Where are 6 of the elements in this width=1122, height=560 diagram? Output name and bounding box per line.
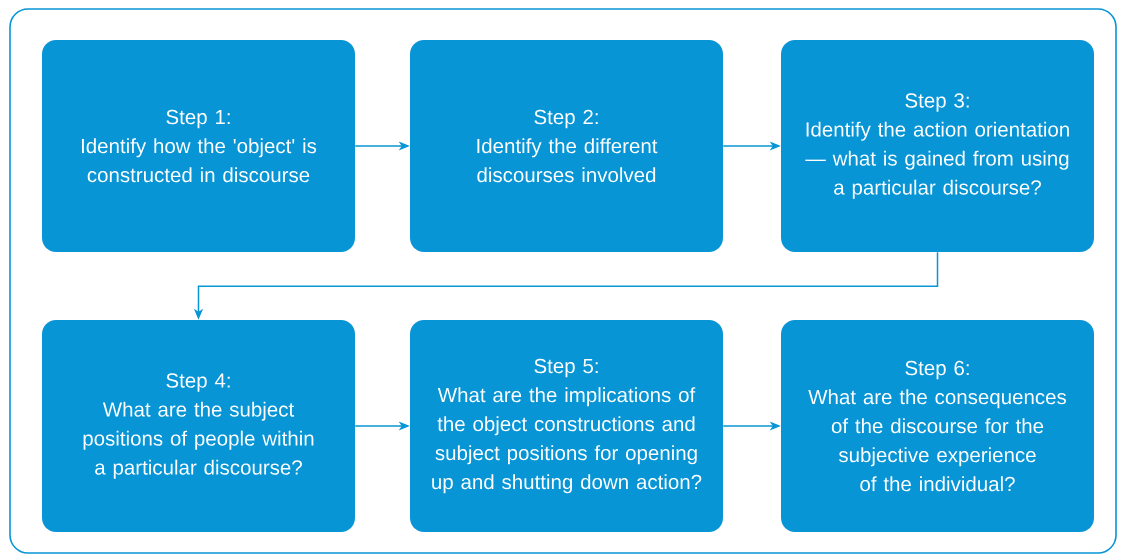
process-box: Step 5: What are the implications of the object constructions and subject positions for opening up and shutting down action?	[410, 320, 723, 532]
process-box: Step 3: Identify the action orientation — what is gained from using a particular discourse?	[781, 40, 1094, 252]
process-box: Step 6: What are the consequences of the discourse for the subjective experience of the individual?	[781, 320, 1094, 532]
process-box: Step 4: What are the subject positions of people within a particular discourse?	[42, 320, 355, 532]
process-box: Step 2: Identify the different discourses involved	[410, 40, 723, 252]
process-box: Step 1: Identify how the 'object' is constructed in discourse	[42, 40, 355, 252]
